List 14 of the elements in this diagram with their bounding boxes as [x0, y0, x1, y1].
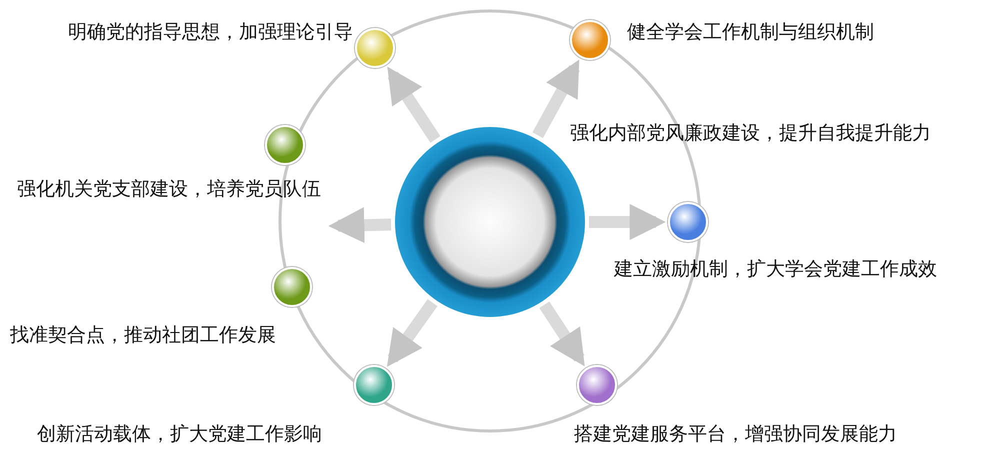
- arrow: [532, 60, 580, 138]
- dot-caption: 明确党的指导思想，加强理论引导: [68, 21, 353, 43]
- note-text: 强化内部党风廉政建设，提升自我提升能力: [570, 122, 931, 144]
- arrow: [328, 207, 392, 244]
- arrow: [539, 301, 585, 366]
- dot-caption: 创新活动载体，扩大党建工作影响: [37, 423, 322, 445]
- dot-caption: 找准契合点，推动社团工作发展: [10, 324, 276, 346]
- arrow: [386, 299, 438, 367]
- dot-caption: 健全学会工作机制与组织机制: [627, 21, 874, 43]
- dot-caption: 建立激励机制，扩大学会党建工作成效: [614, 258, 937, 280]
- arrow: [387, 66, 440, 143]
- arrow: [589, 204, 666, 240]
- dot-caption: 强化机关党支部建设，培养党员队伍: [17, 178, 321, 200]
- dot-caption: 搭建党建服务平台，增强协同发展能力: [574, 423, 897, 445]
